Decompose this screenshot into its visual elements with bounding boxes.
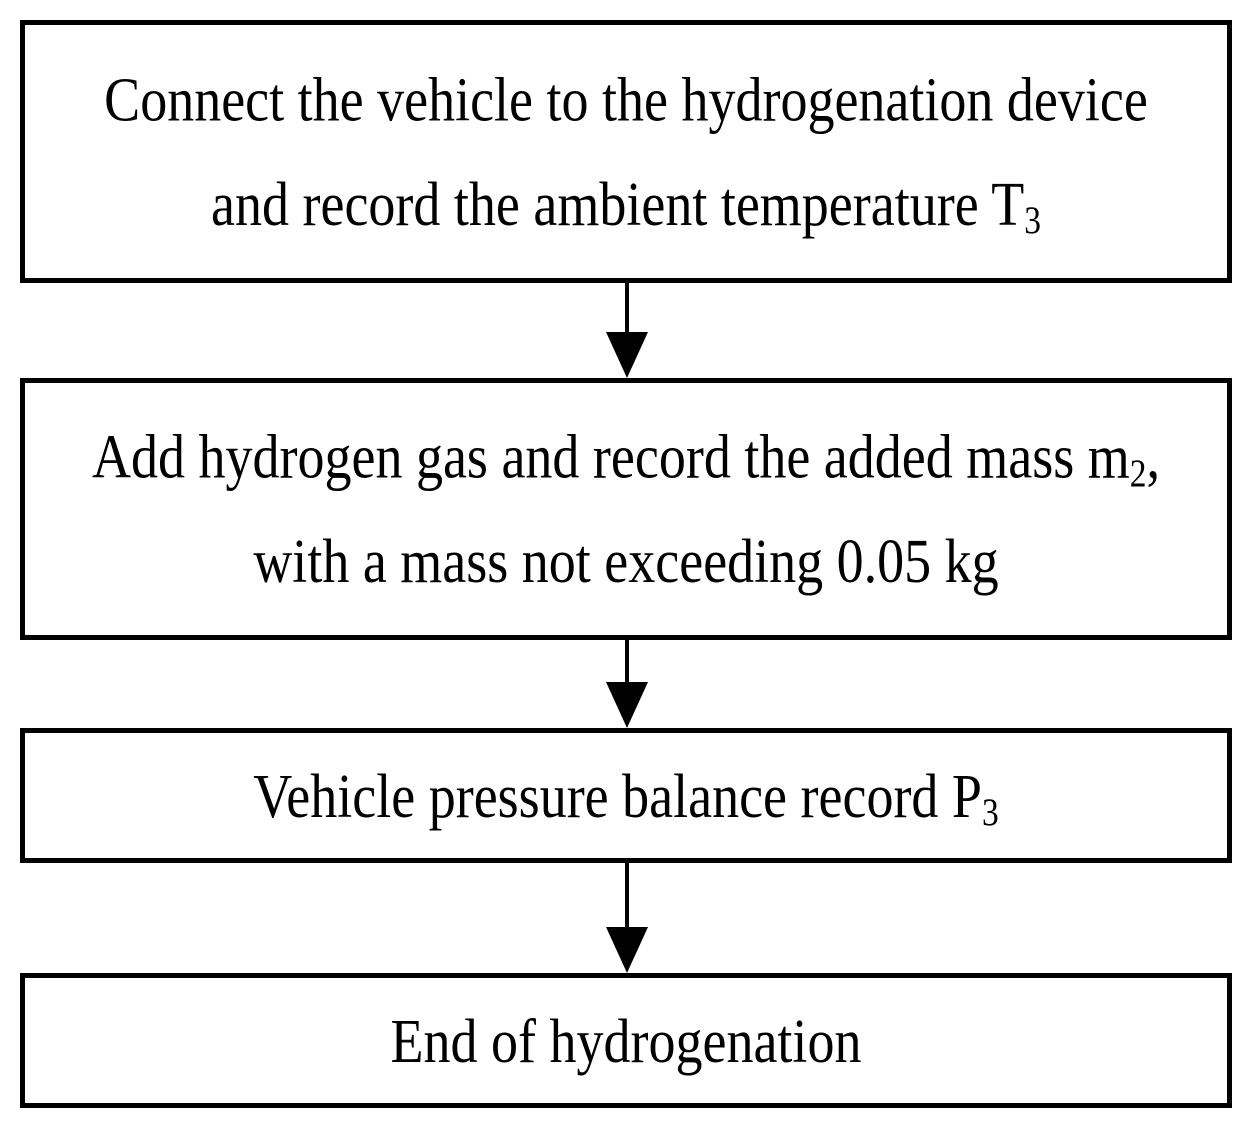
flow-step-connect-vehicle: Connect the vehicle to the hydrogenation… [20,20,1232,283]
arrow-shaft [625,283,629,332]
step-1-line-2-text: and record the ambient temperature T [211,168,1025,239]
subscript-P3: 3 [981,791,999,835]
step-3-line-1-text: Vehicle pressure balance record P [253,760,982,831]
step-1-line-2: and record the ambient temperature T3 [211,172,1041,240]
step-4-line-1: End of hydrogenation [391,1009,862,1072]
step-1-line-1: Connect the vehicle to the hydrogenation… [104,68,1148,131]
arrow-down-icon [606,927,648,973]
arrow-down-icon [606,332,648,378]
step-3-text: Vehicle pressure balance record P3 [253,764,998,832]
step-2-text: Add hydrogen gas and record the added ma… [92,425,1160,592]
step-1-line-1-text: Connect the vehicle to the hydrogenation… [104,64,1148,135]
step-2-line-1: Add hydrogen gas and record the added ma… [92,425,1160,493]
step-4-text: End of hydrogenation [391,1009,862,1072]
step-2-line-2: with a mass not exceeding 0.05 kg [253,530,998,593]
flow-arrow-3 [605,863,649,973]
step-2-line-1-text: Add hydrogen gas and record the added ma… [92,422,1130,492]
flow-arrow-2 [605,640,649,728]
subscript-m2: 2 [1129,452,1147,496]
subscript-T3: 3 [1024,199,1041,243]
flow-step-pressure-balance: Vehicle pressure balance record P3 [20,728,1232,863]
step-4-line-1-text: End of hydrogenation [390,1005,862,1076]
arrow-down-icon [606,682,648,728]
step-1-text: Connect the vehicle to the hydrogenation… [104,68,1148,240]
arrow-shaft [625,863,629,927]
flow-step-add-hydrogen: Add hydrogen gas and record the added ma… [20,378,1232,640]
step-3-line-1: Vehicle pressure balance record P3 [253,764,998,832]
arrow-shaft [625,640,629,682]
step-2-line-2-text: with a mass not exceeding 0.05 kg [253,526,999,596]
flow-step-end: End of hydrogenation [20,973,1232,1108]
flow-arrow-1 [605,283,649,378]
step-2-line-1-tail: , [1146,422,1160,492]
